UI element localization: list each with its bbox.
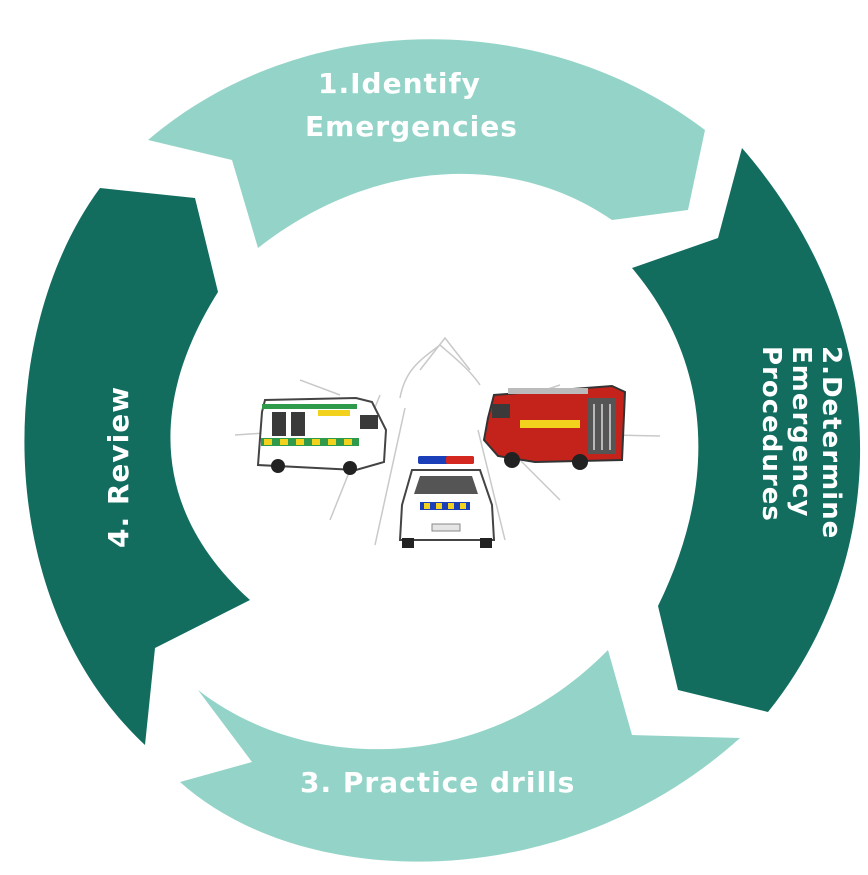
step-1-label-line-1: 1.Identify (318, 67, 481, 100)
step-4-label: 4. Review (102, 386, 135, 548)
fire-truck-icon (482, 384, 627, 470)
step-2-label-line-1: 2.Determine (816, 346, 846, 539)
segment-review (24, 188, 250, 745)
step-2-label: 2.Determine Emergency Procedures (756, 346, 846, 539)
step-2-label-line-2: Emergency (786, 346, 816, 517)
segment-identify-emergencies (148, 39, 705, 248)
step-2-label-line-3: Procedures (756, 346, 786, 522)
step-3-label: 3. Practice drills (300, 766, 575, 799)
police-car-icon (398, 456, 496, 548)
segment-practice-drills (180, 650, 740, 862)
emergency-vehicles-illustration (234, 336, 661, 548)
step-1-label-line-2: Emergencies (305, 110, 518, 143)
segment-determine-procedures (632, 148, 861, 712)
ambulance-icon (256, 396, 388, 475)
